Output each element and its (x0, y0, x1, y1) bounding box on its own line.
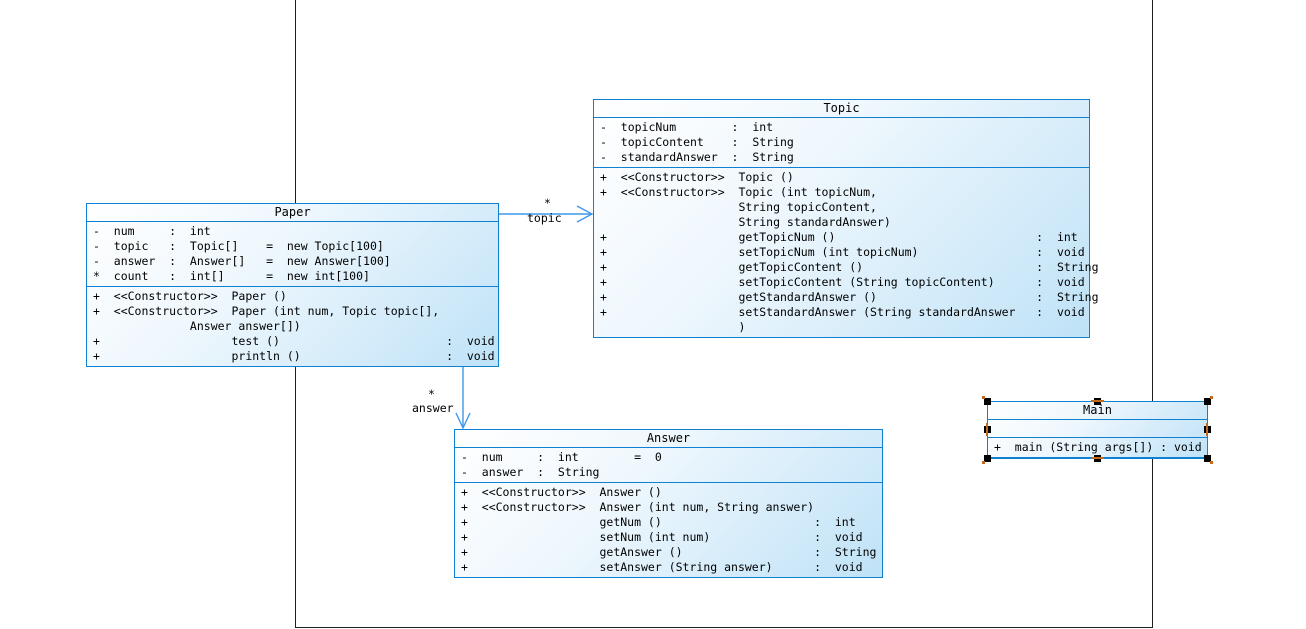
association-topic-role-label[interactable]: topic (527, 211, 562, 225)
method-line: + <<Constructor>> Paper () (93, 289, 287, 303)
method-line: + setAnswer (String answer) : void (461, 560, 863, 574)
selection-handle-bottom-right[interactable] (1204, 455, 1213, 464)
class-title-main: Main (988, 402, 1207, 420)
method-line: ) (600, 320, 746, 334)
selection-handle-middle-right[interactable] (1204, 423, 1211, 436)
attribute-line: * count : int[] = new int[100] (93, 269, 370, 283)
method-line: + println () : void (93, 349, 495, 363)
class-title-topic: Topic (594, 100, 1089, 118)
method-line: + <<Constructor>> Topic (int topicNum, (600, 185, 877, 199)
attribute-line: - answer : String (461, 465, 600, 479)
selection-handle-bottom-middle[interactable] (1090, 455, 1104, 462)
topic-attributes-compartment: - topicNum : int - topicContent : String… (594, 118, 1089, 168)
class-title-paper: Paper (87, 204, 498, 222)
method-line: + getAnswer () : String (461, 545, 877, 559)
page-boundary-right (1152, 0, 1153, 627)
method-line: + <<Constructor>> Answer () (461, 485, 662, 499)
method-line: + <<Constructor>> Answer (int num, Strin… (461, 500, 815, 514)
paper-methods-compartment: + <<Constructor>> Paper () + <<Construct… (87, 287, 498, 366)
association-paper-answer-arrowhead (455, 412, 471, 430)
attribute-line: - topic : Topic[] = new Topic[100] (93, 239, 384, 253)
class-box-main[interactable]: Main + main (String args[]) : void (982, 396, 1213, 464)
class-title-answer: Answer (455, 430, 882, 448)
method-line: + setNum (int num) : void (461, 530, 863, 544)
selection-handle-top-left[interactable] (982, 396, 991, 405)
class-box-paper[interactable]: Paper - num : int - topic : Topic[] = ne… (86, 203, 499, 367)
method-line: Answer answer[]) (93, 319, 301, 333)
method-line: + setTopicNum (int topicNum) : void (600, 245, 1085, 259)
method-line: + test () : void (93, 334, 495, 348)
method-line: + getTopicNum () : int (600, 230, 1078, 244)
method-line: + <<Constructor>> Paper (int num, Topic … (93, 304, 440, 318)
selection-handle-middle-left[interactable] (984, 423, 991, 436)
answer-attributes-compartment: - num : int = 0 - answer : String (455, 448, 882, 483)
method-line: + getTopicContent () : String (600, 260, 1099, 274)
page-boundary-bottom (295, 627, 1153, 628)
selection-handle-top-middle[interactable] (1090, 398, 1104, 405)
attribute-line: - topicContent : String (600, 135, 794, 149)
answer-methods-compartment: + <<Constructor>> Answer () + <<Construc… (455, 483, 882, 577)
attribute-line: - answer : Answer[] = new Answer[100] (93, 254, 391, 268)
attribute-line: - num : int (93, 224, 211, 238)
attribute-line: - topicNum : int (600, 120, 774, 134)
method-line: String standardAnswer) (600, 215, 891, 229)
main-attributes-compartment (988, 420, 1207, 438)
method-line: + main (String args[]) : void (994, 440, 1202, 454)
method-line: + <<Constructor>> Topic () (600, 170, 794, 184)
method-line: String topicContent, (600, 200, 877, 214)
attribute-line: - num : int = 0 (461, 450, 662, 464)
attribute-line: - standardAnswer : String (600, 150, 794, 164)
method-line: + getStandardAnswer () : String (600, 290, 1099, 304)
topic-methods-compartment: + <<Constructor>> Topic () + <<Construct… (594, 168, 1099, 337)
class-box-topic[interactable]: Topic - topicNum : int - topicContent : … (593, 99, 1099, 338)
method-line: + setStandardAnswer (String standardAnsw… (600, 305, 1085, 319)
selection-handle-top-right[interactable] (1204, 396, 1213, 405)
association-topic-multiplicity[interactable]: * (544, 196, 551, 210)
class-box-answer[interactable]: Answer - num : int = 0 - answer : String… (454, 429, 883, 578)
association-paper-topic-arrowhead (576, 205, 594, 223)
association-answer-role-label[interactable]: answer (412, 401, 454, 415)
paper-attributes-compartment: - num : int - topic : Topic[] = new Topi… (87, 222, 498, 287)
method-line: + setTopicContent (String topicContent) … (600, 275, 1085, 289)
method-line: + getNum () : int (461, 515, 856, 529)
association-answer-multiplicity[interactable]: * (428, 387, 435, 401)
selection-handle-bottom-left[interactable] (982, 455, 991, 464)
